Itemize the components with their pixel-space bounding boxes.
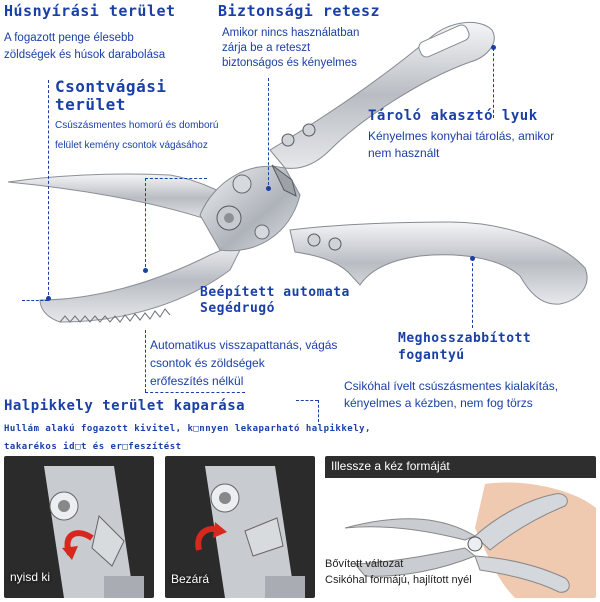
bone-cutting-title: Csontvágási terület	[55, 77, 167, 114]
hand-caption: Bővített változat Csikóhal formájú, hajl…	[325, 558, 472, 586]
leader-serrated-h	[296, 400, 318, 401]
leader-dot	[46, 296, 51, 301]
spring-desc: Automatikus visszapattanás, vágás csonto…	[150, 338, 338, 388]
serrated-desc: Hullám alakú fogazott kivitel, k□nnyen l…	[4, 424, 371, 452]
hanging-hole-desc: Kényelmes konyhai tárolás, amikor nem ha…	[368, 129, 555, 160]
leader-dot	[470, 256, 475, 261]
leader-hole	[493, 48, 494, 118]
leader-dot	[491, 45, 496, 50]
spring-title: Beépített automata Segédrugó	[200, 285, 350, 316]
leader-latch	[268, 78, 269, 190]
hand-title: Illessze a kéz formáját	[331, 459, 450, 473]
handle-desc: Csikóhal ívelt csúszásmentes kialakítás,…	[344, 379, 559, 410]
close-latch-panel: Bezárá	[165, 456, 315, 598]
lower-handle	[289, 221, 588, 305]
serrated-blade	[39, 239, 247, 323]
hand-holding-scissors-photo	[344, 482, 596, 598]
leader-bone	[145, 178, 146, 272]
leader-cutting-h	[22, 300, 48, 301]
close-latch-photo	[195, 466, 305, 598]
open-latch-photo	[44, 466, 144, 598]
open-latch-panel: nyisd ki	[4, 456, 154, 598]
cutting-area-desc: A fogazott penge élesebb zöldségek és hú…	[4, 32, 166, 61]
cutting-area-title: Húsnyírási terület	[4, 2, 176, 20]
hanging-hole-title: Tároló akasztó lyuk	[368, 108, 538, 124]
bone-cutting-desc: Csúszásmentes homorú és domború felület …	[55, 120, 219, 151]
leader-dot	[143, 268, 148, 273]
safety-latch-part	[271, 164, 297, 197]
leader-serrated	[318, 400, 319, 422]
safety-latch-desc: Amikor nincs használatban zárja be a ret…	[222, 27, 360, 69]
hand-title-bar	[325, 456, 596, 478]
leader-handle	[472, 258, 473, 328]
handle-title: Meghosszabbított fogantyú	[398, 331, 532, 363]
leader-cutting	[48, 80, 49, 300]
leader-bone-h	[145, 178, 207, 179]
leader-spring	[145, 330, 146, 392]
safety-latch-title: Biztonsági retesz	[218, 2, 381, 20]
open-label: nyisd ki	[10, 570, 51, 584]
close-label: Bezárá	[171, 572, 210, 586]
leader-dot	[266, 186, 271, 191]
kitchen-scissors-illustration	[7, 21, 588, 323]
serrated-title: Halpikkely terület kaparása	[4, 398, 246, 414]
leader-spring-h	[145, 392, 245, 393]
hand-fit-panel: Illessze a kéz formáját Bővített változa…	[325, 456, 596, 598]
